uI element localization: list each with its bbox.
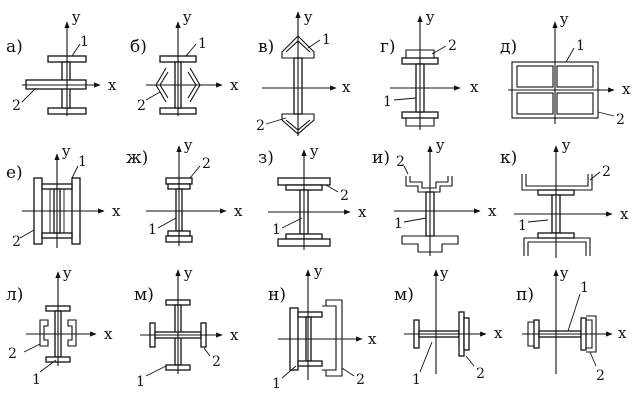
- panel-m1: м) y x 2 1: [134, 264, 239, 390]
- panel-i: и) y x 2 1: [372, 136, 497, 256]
- callout-number: 1: [148, 222, 157, 238]
- y-axis-label: y: [559, 10, 569, 28]
- panel-letter: е): [6, 163, 23, 183]
- callout-number: 1: [580, 280, 589, 296]
- panel-e: е) y x 1 2: [6, 142, 121, 250]
- y-axis-label: y: [435, 136, 445, 154]
- x-axis-label: x: [620, 205, 629, 223]
- y-axis-label: y: [425, 8, 435, 26]
- y-axis-label: y: [313, 262, 323, 280]
- panel-letter: г): [380, 37, 396, 57]
- x-axis-label: x: [358, 203, 367, 221]
- panel-l: л) y x 2 1: [6, 264, 113, 388]
- callout-number: 2: [396, 154, 405, 170]
- panel-letter: ж): [126, 148, 148, 168]
- callout-number: 2: [448, 38, 457, 54]
- callout-number: 1: [198, 36, 207, 52]
- x-axis-label: x: [618, 324, 627, 342]
- panel-b: б) y x 1 2: [130, 8, 239, 116]
- callout-number: 2: [202, 156, 211, 172]
- x-axis-label: x: [368, 330, 377, 348]
- panel-v: в) y x 1 2: [256, 8, 351, 136]
- panel-letter: м): [134, 285, 154, 305]
- callout-number: 2: [12, 98, 21, 114]
- callout-number: 1: [394, 216, 403, 232]
- y-axis-label: y: [561, 136, 571, 154]
- callout-number: 1: [272, 376, 281, 392]
- callout-number: 1: [518, 218, 527, 234]
- x-axis-label: x: [112, 202, 121, 220]
- y-axis-label: y: [71, 8, 81, 26]
- panel-letter: и): [372, 148, 390, 168]
- x-axis-label: x: [108, 76, 117, 94]
- panel-g: г) y x 2 1: [380, 8, 479, 130]
- y-axis-label: y: [303, 8, 313, 26]
- x-axis-label: x: [342, 78, 351, 96]
- callout-number: 2: [356, 372, 365, 388]
- x-axis-label: x: [488, 202, 497, 220]
- panel-z: з) y x 2 1: [258, 142, 367, 250]
- x-axis-label: x: [622, 80, 631, 98]
- y-axis-label: y: [309, 142, 319, 160]
- y-axis-label: y: [183, 136, 193, 154]
- section-shape: [521, 174, 593, 256]
- panel-p: п) y x 1 2: [516, 264, 627, 384]
- callout-number: 1: [383, 94, 392, 110]
- callout-number: 1: [576, 38, 585, 54]
- panel-zh: ж) y x 2 1: [126, 136, 243, 246]
- callout-number: 2: [602, 164, 611, 180]
- panel-letter: а): [6, 37, 23, 57]
- callout-number: 2: [212, 354, 221, 370]
- callout-number: 2: [340, 188, 349, 204]
- y-axis-label: y: [183, 264, 193, 282]
- x-axis-label: x: [230, 326, 239, 344]
- y-axis-label: y: [182, 8, 192, 26]
- callout-number: 2: [12, 234, 21, 250]
- x-axis-label: x: [230, 76, 239, 94]
- section-shape: [289, 299, 343, 377]
- y-axis-label: y: [439, 264, 449, 282]
- panel-n: н) y x 1 2: [268, 262, 377, 392]
- panel-letter: з): [258, 148, 274, 168]
- callout-number: 2: [256, 118, 265, 134]
- callout-number: 2: [476, 366, 485, 382]
- panel-letter: б): [130, 37, 147, 57]
- panel-letter: л): [6, 285, 23, 305]
- callout-number: 1: [32, 372, 41, 388]
- callout-number: 1: [412, 372, 421, 388]
- y-axis-label: y: [559, 264, 569, 282]
- callout-number: 2: [137, 98, 146, 114]
- panel-letter: п): [516, 285, 534, 305]
- x-axis-label: x: [234, 202, 243, 220]
- callout-number: 1: [272, 222, 281, 238]
- panel-m2: м) y x 1 2: [394, 264, 503, 388]
- callout-number: 1: [78, 154, 87, 170]
- x-axis-label: x: [494, 324, 503, 342]
- callout-number: 1: [136, 374, 145, 390]
- panel-letter: к): [500, 148, 517, 168]
- x-axis-label: x: [470, 78, 479, 96]
- callout-number: 2: [616, 112, 625, 128]
- panel-letter: м): [394, 285, 414, 305]
- panel-d: д) y x 1 2: [500, 10, 631, 128]
- panel-letter: н): [268, 285, 286, 305]
- y-axis-label: y: [61, 142, 71, 160]
- callout-number: 1: [80, 34, 89, 50]
- panel-letter: в): [258, 37, 274, 57]
- panel-a: а) y x 1 2: [6, 8, 117, 116]
- y-axis-label: y: [62, 264, 72, 282]
- panel-k: к) y x 2 1: [500, 136, 629, 258]
- panel-letter: д): [500, 37, 517, 57]
- callout-number: 2: [8, 346, 17, 362]
- x-axis-label: x: [104, 325, 113, 343]
- callout-number: 1: [322, 32, 331, 48]
- callout-number: 2: [596, 368, 605, 384]
